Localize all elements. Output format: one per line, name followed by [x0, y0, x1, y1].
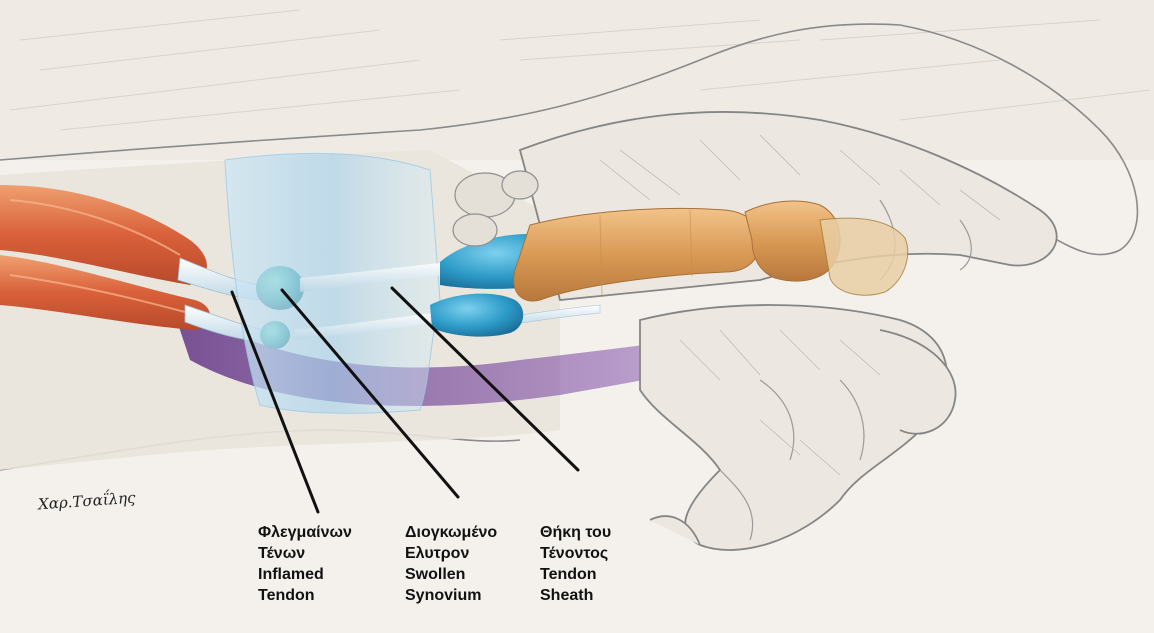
label-swollen-synovium: Διογκωμένο Ελυτρον Swollen Synovium — [405, 522, 497, 606]
label-greek-line-1: Θήκη του — [540, 522, 611, 543]
label-greek-line-2: Ελυτρον — [405, 543, 497, 564]
label-greek-line-1: Διογκωμένο — [405, 522, 497, 543]
label-english-line-2: Synovium — [405, 585, 497, 606]
label-english-line-2: Sheath — [540, 585, 611, 606]
label-english-line-1: Swollen — [405, 564, 497, 585]
label-greek-line-1: Φλεγμαίνων — [258, 522, 352, 543]
label-english-line-1: Inflamed — [258, 564, 352, 585]
label-greek-line-2: Τένοντος — [540, 543, 611, 564]
label-english-line-1: Tendon — [540, 564, 611, 585]
label-inflamed-tendon: Φλεγμαίνων Τένων Inflamed Tendon — [258, 522, 352, 606]
label-english-line-2: Tendon — [258, 585, 352, 606]
label-tendon-sheath: Θήκη του Τένοντος Tendon Sheath — [540, 522, 611, 606]
label-greek-line-2: Τένων — [258, 543, 352, 564]
